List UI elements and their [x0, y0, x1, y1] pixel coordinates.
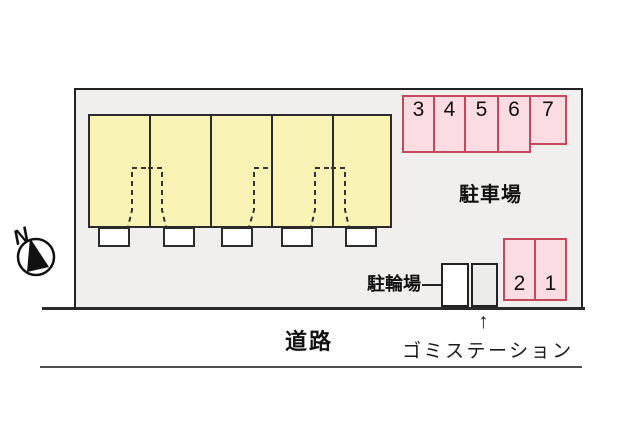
- entrance-porch: [221, 227, 253, 247]
- building-unit-divider: [210, 116, 212, 226]
- road-label: 道路: [285, 329, 334, 354]
- parking-space-number: 6: [508, 98, 520, 121]
- parking-lot-label: 駐車場: [459, 184, 522, 206]
- bicycle-label-connector: [422, 284, 441, 286]
- entrance-porch: [281, 227, 313, 247]
- parking-space-number: 3: [412, 98, 425, 121]
- bicycle-parking-label: 駐輪場: [367, 274, 421, 294]
- parking-space-3: 3: [402, 95, 435, 153]
- building-unit-divider: [332, 116, 334, 226]
- compass-needle: [27, 238, 49, 272]
- bicycle-parking-box: [441, 263, 469, 307]
- parking-space-2: 2: [503, 238, 536, 301]
- parking-space-1: 1: [534, 238, 567, 301]
- compass-north-label: N: [10, 223, 33, 250]
- garbage-station-label: ゴミステーション: [402, 341, 574, 362]
- parking-space-4: 4: [433, 95, 466, 153]
- parking-space-number: 1: [544, 272, 557, 295]
- compass-circle: [16, 237, 56, 277]
- parking-space-number: 4: [443, 98, 456, 121]
- entrance-porch: [98, 227, 130, 247]
- parking-space-6: 6: [497, 95, 531, 153]
- parking-space-number: 2: [513, 272, 526, 295]
- entrance-porch: [163, 227, 195, 247]
- compass-icon: N: [10, 223, 56, 277]
- entrance-porch: [345, 227, 377, 247]
- parking-space-number: 7: [542, 98, 554, 121]
- parking-space-7: 7: [529, 95, 567, 145]
- road-edge-top: [42, 307, 585, 310]
- building-unit-divider: [149, 116, 151, 226]
- road-edge-bottom: [40, 366, 582, 368]
- parking-space-number: 5: [475, 98, 488, 121]
- garbage-station-box: [471, 263, 498, 307]
- parking-space-5: 5: [464, 95, 499, 153]
- garbage-station-arrow: ↑: [478, 310, 489, 333]
- building-unit-divider: [271, 116, 273, 226]
- building-outline: [88, 114, 392, 228]
